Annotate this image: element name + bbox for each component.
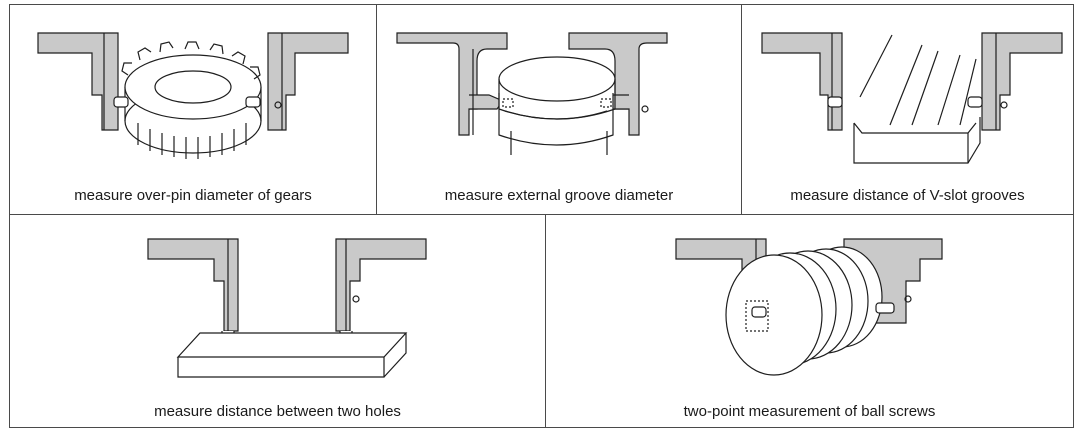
- v-slot-groove-illustration: [761, 32, 1063, 164]
- panel-caption: measure external groove diameter: [444, 187, 674, 204]
- panel-caption: two-point measurement of ball screws: [683, 403, 936, 420]
- panel-caption: measure distance between two holes: [154, 403, 401, 420]
- external-groove-illustration: [396, 32, 668, 155]
- panel-v-slot-grooves: measure distance of V-slot grooves: [741, 4, 1074, 215]
- gear-over-pin-illustration: [37, 32, 349, 159]
- panel-two-holes: measure distance between two holes: [9, 214, 546, 428]
- panel-gear-over-pin: measure over-pin diameter of gears: [9, 4, 377, 215]
- panel-ball-screws: two-point measurement of ball screws: [545, 214, 1074, 428]
- panel-caption: measure distance of V-slot grooves: [790, 187, 1025, 204]
- ball-screw-illustration: [675, 238, 943, 376]
- panel-caption: measure over-pin diameter of gears: [74, 187, 312, 204]
- panel-external-groove: measure external groove diameter: [376, 4, 742, 215]
- two-holes-illustration: [147, 238, 427, 378]
